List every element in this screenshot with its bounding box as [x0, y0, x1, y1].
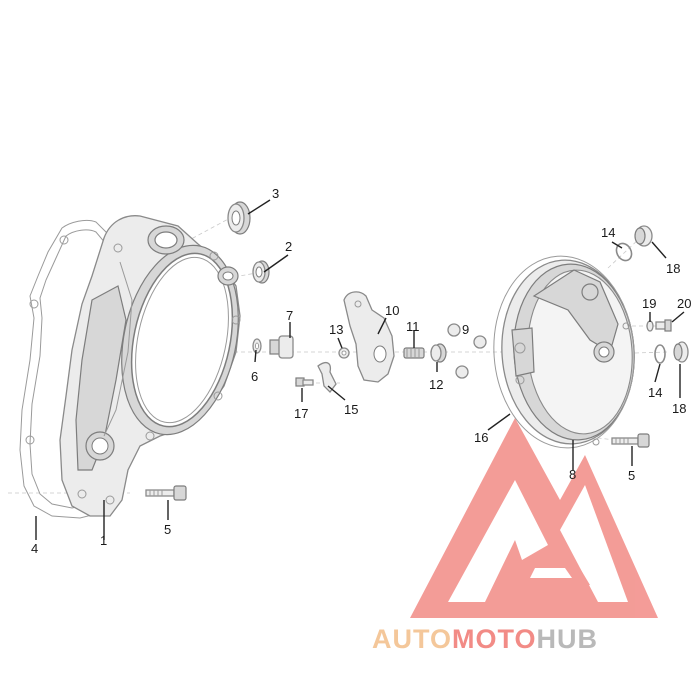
o-ring-part-14-top [615, 242, 633, 262]
watermark-auto: AUTO [372, 624, 452, 654]
callout-17: 17 [294, 406, 308, 421]
leader-lines [35, 199, 685, 540]
arm-part-10 [343, 291, 395, 383]
callout-5-left: 5 [164, 522, 171, 537]
callout-20: 20 [677, 296, 691, 311]
lever-part-15 [317, 361, 337, 393]
callout-18-bottom: 18 [672, 401, 686, 416]
spring-part-11 [403, 347, 425, 359]
callout-3: 3 [272, 186, 279, 201]
watermark-hub: HUB [537, 624, 599, 654]
svg-text:AUTOMOTOHUB: AUTOMOTOHUB [372, 624, 598, 654]
bolt-part-17 [295, 377, 314, 387]
callout-6: 6 [251, 369, 258, 384]
callout-16: 16 [474, 430, 488, 445]
bolt-part-20 [655, 319, 672, 332]
callout-10: 10 [385, 303, 399, 318]
callout-19: 19 [642, 296, 656, 311]
seal-part-2 [252, 260, 270, 284]
plug-part-18-bottom [673, 341, 689, 363]
plug-part-18-top [634, 225, 653, 247]
callout-18-top: 18 [666, 261, 680, 276]
callout-2: 2 [285, 239, 292, 254]
callout-15: 15 [344, 402, 358, 417]
watermark-wordmark: AUTOMOTOHUB [372, 624, 598, 654]
callout-labels: 1 2 3 4 5 5 6 7 8 9 10 11 12 13 14 14 15… [31, 186, 691, 556]
callout-7: 7 [286, 308, 293, 323]
seal-part-3 [227, 201, 251, 235]
callout-1: 1 [100, 533, 107, 548]
callout-13: 13 [329, 322, 343, 337]
callout-5-right: 5 [628, 468, 635, 483]
callout-11: 11 [406, 319, 420, 334]
washer-part-19 [646, 320, 654, 332]
watermark-moto: MOTO [452, 624, 537, 654]
callout-9: 9 [462, 322, 469, 337]
callout-14-bottom: 14 [648, 385, 662, 400]
bolt-part-5-right [611, 433, 650, 448]
o-ring-part-14-bottom [654, 344, 666, 364]
callout-14-top: 14 [601, 225, 615, 240]
bushing-part-12 [430, 343, 447, 363]
outer-cover-part-16 [501, 259, 635, 446]
washer-part-13 [338, 347, 350, 359]
main-cover-part-1 [59, 215, 241, 517]
washer-part-6 [252, 338, 262, 354]
watermark-logo [410, 418, 658, 618]
callout-12: 12 [429, 377, 443, 392]
plug-part-7 [269, 335, 294, 359]
balls-part-9 [447, 323, 487, 379]
gasket-part-8 [493, 255, 635, 449]
bolt-part-5-left [145, 485, 187, 501]
callout-8: 8 [569, 467, 576, 482]
callout-4: 4 [31, 541, 38, 556]
